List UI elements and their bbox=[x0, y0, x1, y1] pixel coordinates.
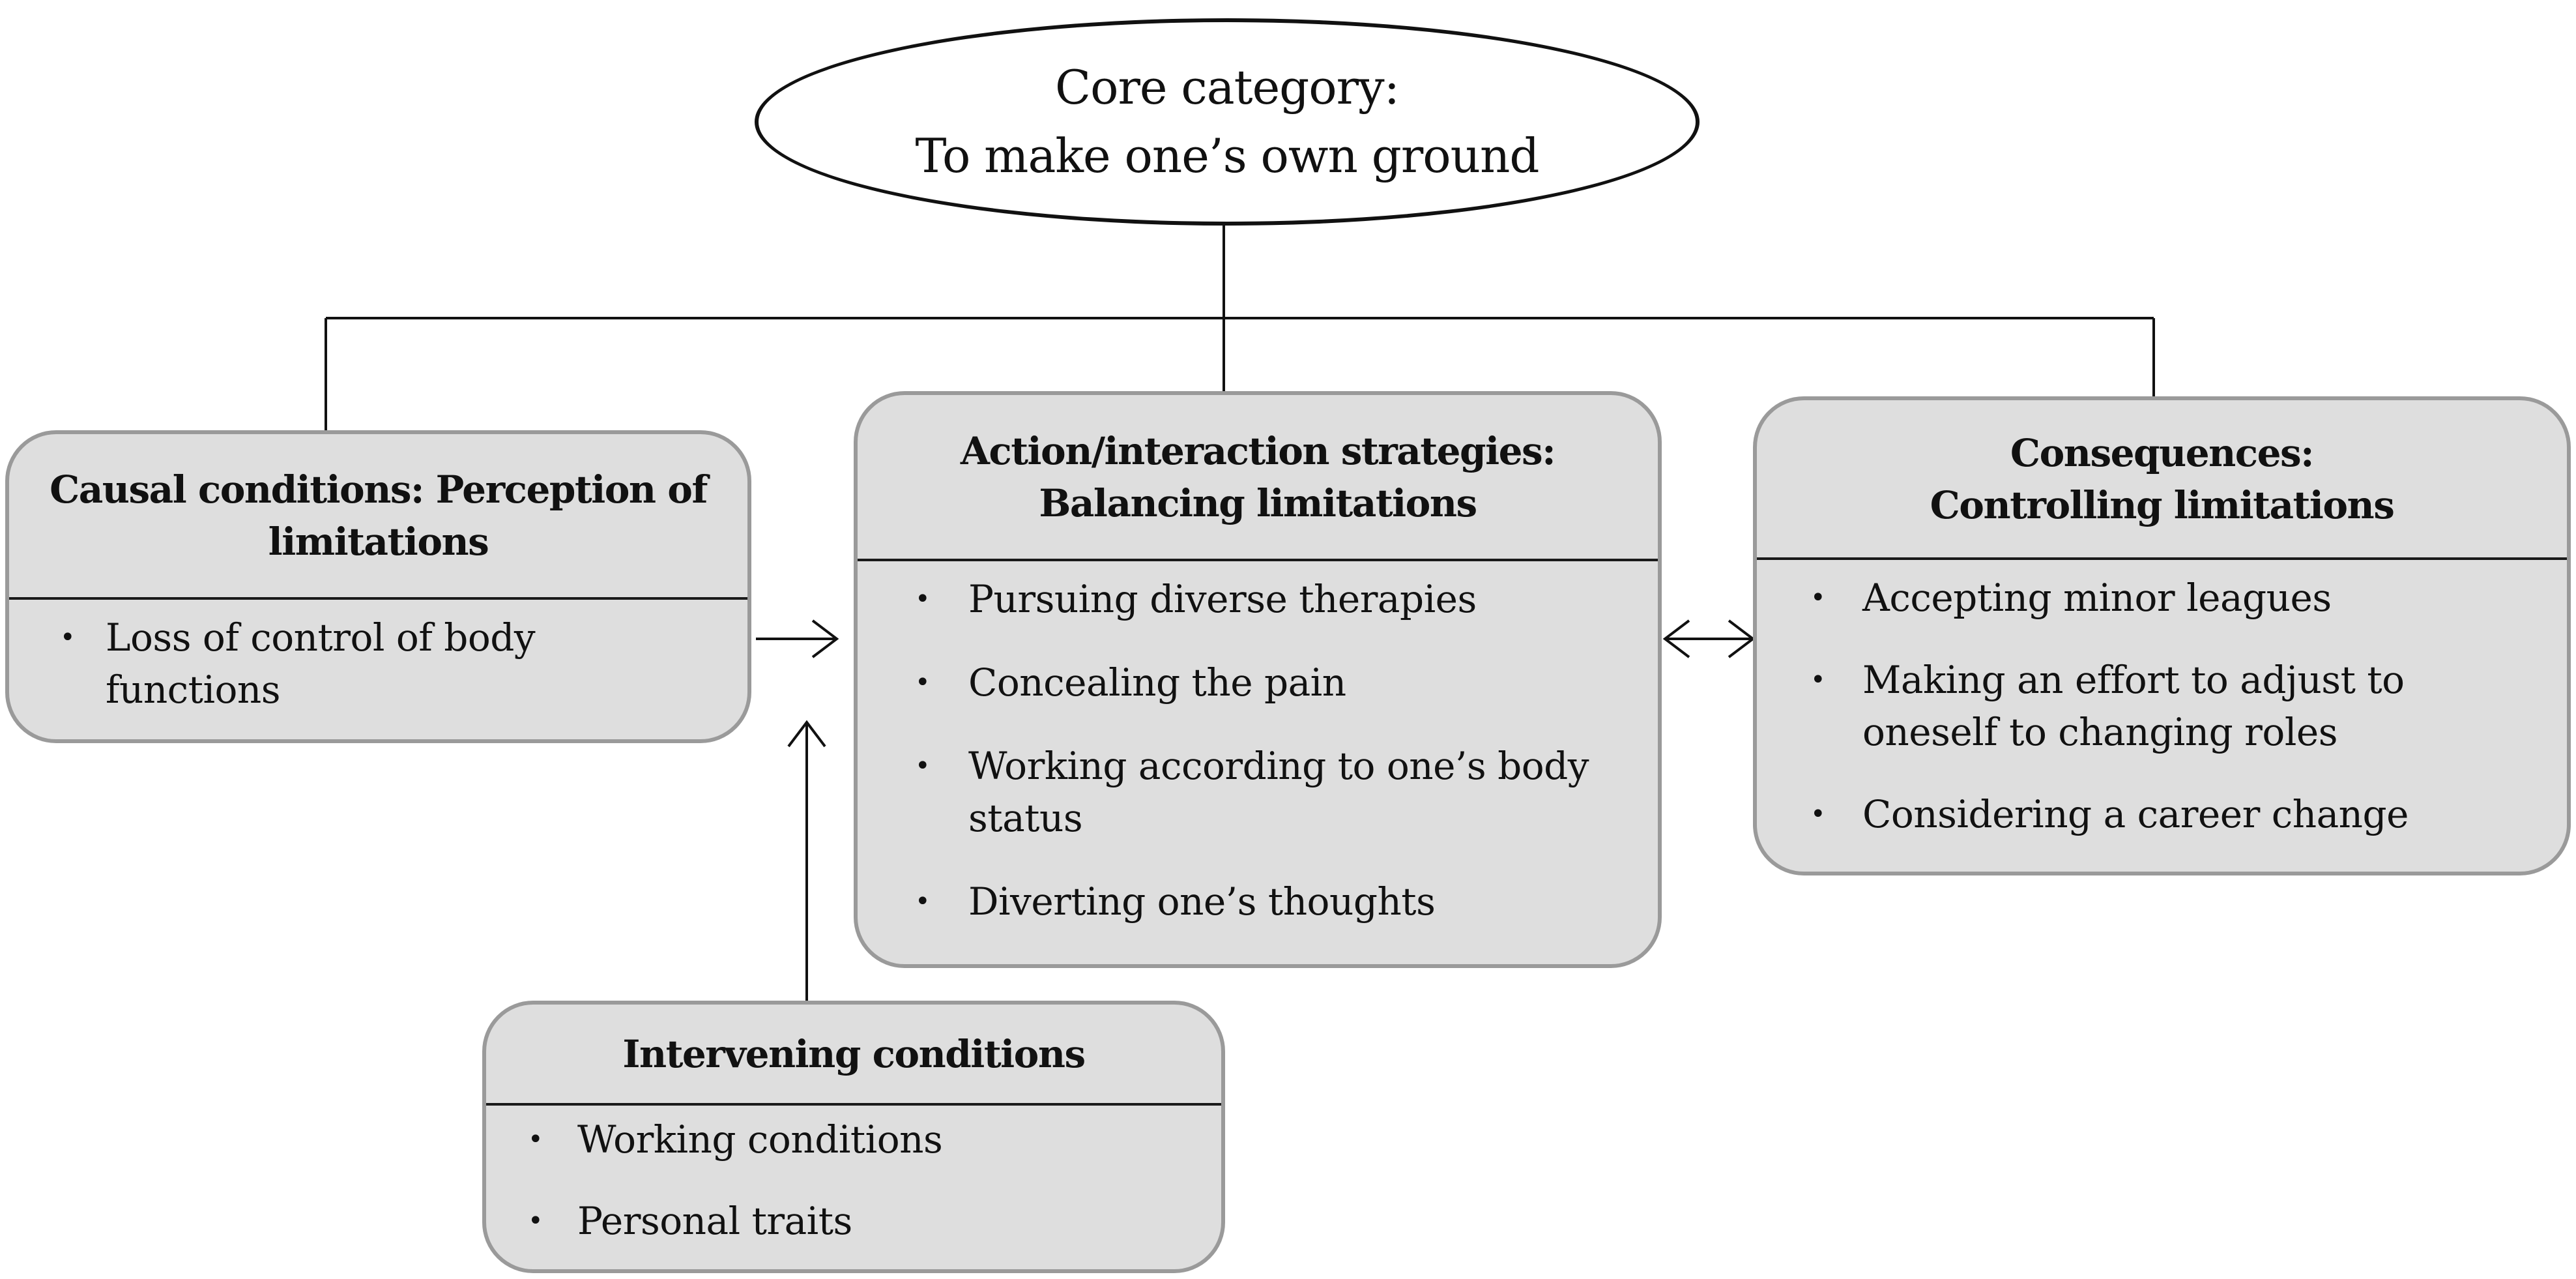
causal-title-line-2: limitations bbox=[268, 520, 489, 564]
core-category-label: Core category: bbox=[1055, 60, 1400, 115]
bullet-icon: • bbox=[915, 668, 931, 698]
causal-conditions-box: Causal conditions: Perception of limitat… bbox=[5, 430, 751, 743]
list-item: • Considering a career change bbox=[1810, 788, 2541, 840]
list-item-text: Personal traits bbox=[577, 1199, 852, 1243]
bullet-icon: • bbox=[915, 751, 931, 781]
core-category-name: To make one’s own ground bbox=[915, 128, 1540, 183]
list-item: • Accepting minor leagues bbox=[1810, 572, 2541, 624]
list-item: • Pursuing diverse therapies bbox=[915, 573, 1632, 625]
core-category-ellipse: Core category: To make one’s own ground bbox=[755, 18, 1700, 226]
causal-to-action-arrowhead bbox=[811, 619, 839, 658]
causal-conditions-title: Causal conditions: Perception of limitat… bbox=[9, 434, 747, 600]
list-item-text: Working according to one’s body status bbox=[968, 744, 1589, 840]
bullet-icon: • bbox=[1810, 665, 1826, 695]
list-item-text: Pursuing diverse therapies bbox=[968, 577, 1477, 621]
bullet-icon: • bbox=[528, 1125, 543, 1154]
causal-title-line-1: Causal conditions: Perception of bbox=[50, 467, 708, 512]
action-interaction-strategies-box: Action/interaction strategies: Balancing… bbox=[854, 391, 1662, 968]
intervening-to-action-arrowhead bbox=[787, 720, 826, 748]
intervening-conditions-list: • Working conditions • Personal traits bbox=[486, 1106, 1221, 1247]
consequences-title-line-1: Consequences: bbox=[2010, 430, 2315, 475]
action-strategies-title: Action/interaction strategies: Balancing… bbox=[858, 395, 1658, 561]
list-item: • Personal traits bbox=[528, 1195, 1195, 1247]
list-item-text: Accepting minor leagues bbox=[1862, 576, 2332, 620]
bullet-icon: • bbox=[915, 584, 931, 614]
intervening-conditions-title: Intervening conditions bbox=[486, 1005, 1221, 1106]
consequences-title-line-2: Controlling limitations bbox=[1930, 482, 2395, 527]
double-arrowhead-left bbox=[1662, 619, 1690, 658]
bullet-icon: • bbox=[1810, 799, 1826, 829]
list-item: • Making an effort to adjust to oneself … bbox=[1810, 654, 2541, 758]
list-item-text: Making an effort to adjust to oneself to… bbox=[1862, 658, 2405, 754]
list-item: • Loss of control of body functions bbox=[60, 611, 721, 716]
consequences-list: • Accepting minor leagues • Making an ef… bbox=[1757, 560, 2567, 840]
list-item-text: Loss of control of body functions bbox=[106, 615, 536, 712]
list-item: • Concealing the pain bbox=[915, 656, 1632, 709]
intervening-conditions-box: Intervening conditions • Working conditi… bbox=[482, 1001, 1225, 1273]
list-item-text: Diverting one’s thoughts bbox=[968, 879, 1436, 924]
list-item: • Diverting one’s thoughts bbox=[915, 875, 1632, 928]
list-item-text: Considering a career change bbox=[1862, 792, 2409, 836]
bullet-icon: • bbox=[915, 887, 931, 917]
list-item-text: Working conditions bbox=[577, 1117, 943, 1162]
list-item: • Working conditions bbox=[528, 1113, 1195, 1166]
bullet-icon: • bbox=[528, 1206, 543, 1236]
consequences-title: Consequences: Controlling limitations bbox=[1757, 400, 2567, 560]
bullet-icon: • bbox=[60, 623, 76, 653]
intervening-title-text: Intervening conditions bbox=[622, 1031, 1086, 1076]
causal-conditions-list: • Loss of control of body functions bbox=[9, 600, 747, 716]
action-title-line-2: Balancing limitations bbox=[1039, 480, 1477, 525]
list-item-text: Concealing the pain bbox=[968, 660, 1346, 705]
list-item: • Working according to one’s body status bbox=[915, 740, 1632, 844]
action-title-line-1: Action/interaction strategies: bbox=[960, 428, 1556, 473]
consequences-box: Consequences: Controlling limitations • … bbox=[1753, 396, 2571, 875]
bullet-icon: • bbox=[1810, 583, 1826, 613]
action-strategies-list: • Pursuing diverse therapies • Concealin… bbox=[858, 561, 1658, 928]
